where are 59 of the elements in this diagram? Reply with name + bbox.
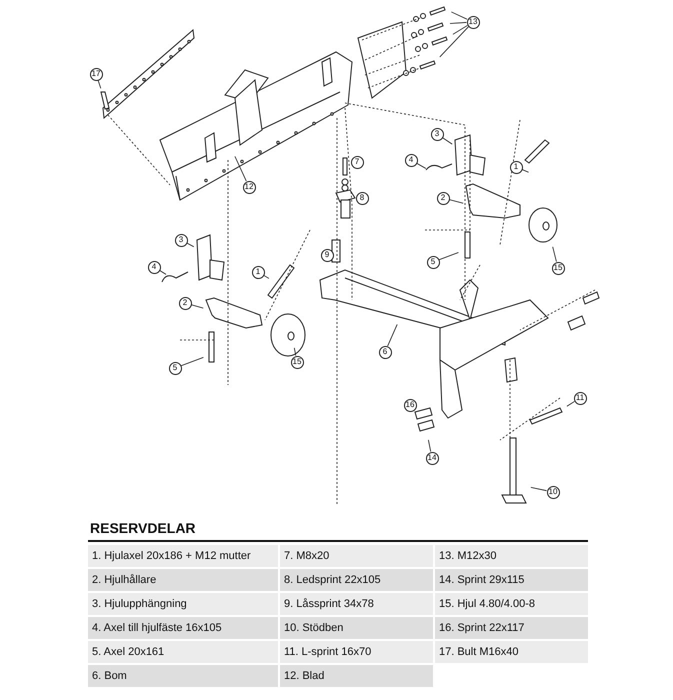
leader-line — [387, 324, 398, 346]
callout-number: 4 — [148, 260, 160, 274]
leader-line — [450, 22, 467, 24]
table-cell: 9. Låssprint 34x78 — [280, 593, 433, 615]
callout-number: 2 — [178, 296, 192, 310]
callout-number: 16 — [404, 398, 416, 412]
callout-number: 3 — [174, 234, 188, 246]
table-cell: 7. M8x20 — [280, 545, 433, 567]
leader-line — [448, 199, 464, 204]
leader-line — [428, 439, 432, 452]
leader-line — [442, 137, 453, 145]
callout-number: 14 — [426, 452, 438, 464]
leader-line — [552, 246, 557, 262]
table-cell: 8. Ledsprint 22x105 — [280, 569, 433, 591]
table-cell: 4. Axel till hjulfäste 16x105 — [88, 617, 278, 639]
callout-number: 12 — [242, 180, 256, 194]
leader-line — [416, 162, 426, 169]
callout-number: 5 — [168, 362, 182, 374]
table-cell: 10. Stödben — [280, 617, 433, 639]
table-cell: 14. Sprint 29x115 — [435, 569, 588, 591]
callout-number: 8 — [356, 192, 368, 204]
leader-line — [190, 304, 204, 309]
callout-number: 15 — [552, 262, 564, 274]
table-cell: 17. Bult M16x40 — [435, 641, 588, 663]
table-cell: 1. Hjulaxel 20x186 + M12 mutter — [88, 545, 278, 567]
leader-line — [439, 26, 469, 58]
callout-number: 10 — [546, 486, 560, 498]
callout-number: 3 — [430, 128, 444, 140]
callout-number: 5 — [426, 256, 440, 268]
table-heading: RESERVDELAR — [90, 520, 196, 536]
table-cell: 13. M12x30 — [435, 545, 588, 567]
callout-number: 13 — [466, 16, 480, 28]
callout-number: 7 — [350, 156, 364, 168]
leader-line — [452, 25, 468, 35]
callout-number: 17 — [90, 68, 102, 80]
callout-number: 1 — [510, 160, 522, 174]
callout-number: 6 — [378, 346, 392, 358]
table-cell: 3. Hjulupphängning — [88, 593, 278, 615]
leader-line — [438, 252, 459, 260]
callout-number: 9 — [320, 248, 334, 262]
table-cell: 11. L-sprint 16x70 — [280, 641, 433, 663]
leader-line — [186, 242, 194, 248]
leader-line — [234, 156, 247, 182]
table-cell: 15. Hjul 4.80/4.00-8 — [435, 593, 588, 615]
leader-line — [566, 401, 575, 407]
leader-line — [294, 347, 296, 356]
callout-number: 1 — [252, 266, 264, 278]
leader-line — [530, 487, 548, 492]
callout-number: 2 — [436, 192, 450, 204]
leader-line — [450, 12, 468, 20]
callout-number: 11 — [574, 392, 586, 404]
table-cell: 2. Hjulhållare — [88, 569, 278, 591]
table-cell: 12. Blad — [280, 665, 433, 687]
table-cell: 6. Bom — [88, 665, 278, 687]
table-cell: 16. Sprint 22x117 — [435, 617, 588, 639]
callout-number: 15 — [290, 356, 304, 368]
table-cell: 5. Axel 20x161 — [88, 641, 278, 663]
leader-line — [180, 357, 204, 366]
callout-number: 4 — [404, 154, 418, 166]
